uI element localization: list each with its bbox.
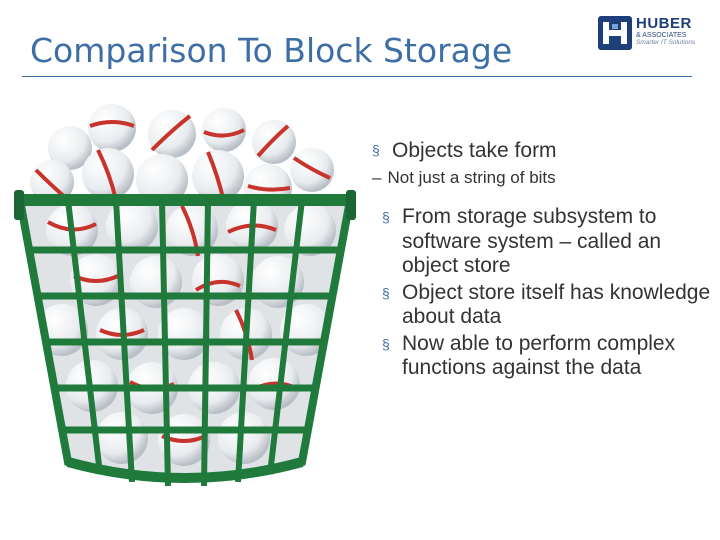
slide-title: Comparison To Block Storage [30,31,513,70]
list-item: § Now able to perform complex functions … [372,332,712,381]
logo-subname: & ASSOCIATES [636,32,687,39]
huber-logo-icon [598,16,632,50]
bullet-dash: – [372,168,382,187]
list-item-text: Object store itself has knowledge about … [402,280,711,329]
title-underline [22,76,692,77]
bullet-list: § From storage subsystem to software sys… [372,205,712,381]
golf-ball-basket-image [12,90,358,498]
bullet-marker-icon: § [382,209,390,225]
bullet-marker-icon: § [382,335,390,352]
list-item-text: From storage subsystem to software syste… [402,205,662,277]
list-item-text: Now able to perform complex functions ag… [402,331,676,380]
bullet-secondary: –Not just a string of bits [372,167,712,189]
bullet-primary-text: Objects take form [392,139,557,162]
bullet-content: § Objects take form –Not just a string o… [372,138,712,383]
company-logo: HUBER & ASSOCIATES Smarter IT Solutions [598,14,706,54]
bullet-marker-icon: § [372,142,380,158]
bullet-secondary-text: Not just a string of bits [387,168,556,187]
list-item: § From storage subsystem to software sys… [372,205,712,279]
logo-name: HUBER [636,15,692,32]
list-item: § Object store itself has knowledge abou… [372,281,712,330]
bullet-primary: § Objects take form [372,138,712,163]
bullet-marker-icon: § [382,284,390,301]
logo-tagline: Smarter IT Solutions [636,39,696,46]
